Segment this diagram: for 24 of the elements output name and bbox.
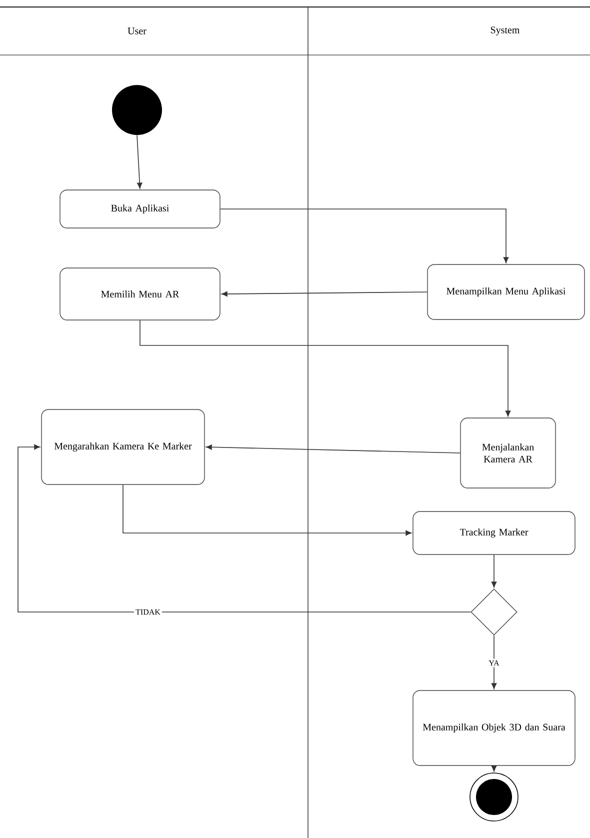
arrow (491, 765, 497, 772)
action-box: Buka Aplikasi (60, 190, 220, 228)
action-box: Tracking Marker (412, 511, 576, 555)
edge-label: TIDAK (134, 608, 162, 616)
arrow (491, 554, 497, 588)
arrow (221, 291, 428, 297)
arrow (136, 134, 142, 189)
arrow (220, 208, 509, 264)
action-box: Menampilkan Objek 3D dan Suara (412, 690, 576, 766)
arrow (491, 634, 497, 690)
action-box: Menampilkan Menu Aplikasi (427, 264, 585, 320)
action-box: Memilih Menu AR (60, 268, 220, 320)
action-box: Menjalankan Kamera AR (460, 418, 556, 488)
action-box: Mengarahkan Kamera Ke Marker (41, 409, 205, 485)
arrow (122, 484, 412, 536)
end-node (470, 772, 518, 822)
lane-header: System (490, 26, 520, 36)
lane-header: User (128, 28, 146, 34)
decision-diamond (470, 588, 518, 636)
arrow (18, 444, 472, 612)
arrow (206, 444, 461, 454)
arrow (140, 320, 511, 417)
start-node (112, 85, 162, 135)
edge-label: YA (487, 658, 501, 668)
